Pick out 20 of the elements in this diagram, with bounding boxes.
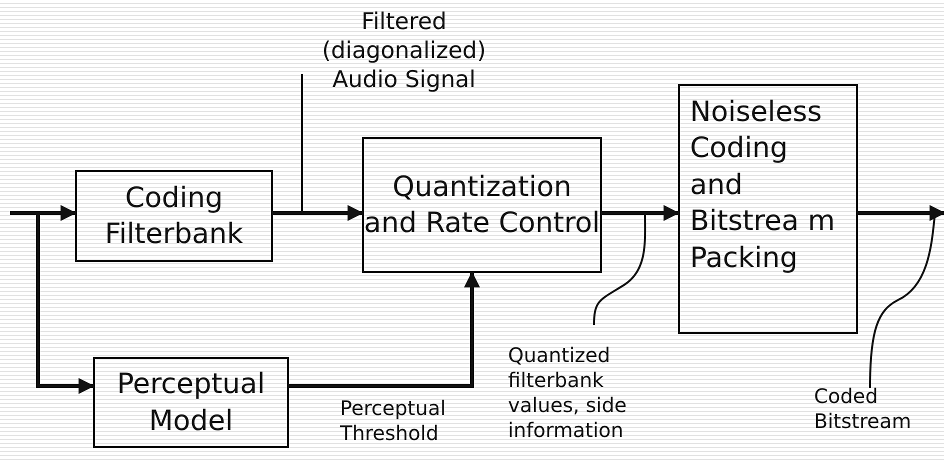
annotation-text: Filtered (diagonalized) Audio Signal: [321, 8, 487, 94]
arrow: [36, 213, 95, 394]
process-box: [678, 84, 858, 334]
arrow: [273, 205, 364, 221]
signal-label: Perceptual Threshold: [340, 396, 447, 446]
box-label: Noiseless Coding and Bitstrea m Packing: [690, 94, 836, 276]
arrow: [602, 205, 680, 221]
arrow: [289, 271, 480, 388]
arrow: [10, 205, 77, 221]
arrow: [858, 205, 944, 221]
process-box: [75, 170, 273, 262]
box-label: Quantization and Rate Control: [364, 168, 600, 241]
box-label: Perceptual Model: [116, 366, 266, 438]
annotation-text: Coded Bitstream: [814, 384, 912, 434]
leader-line: [593, 213, 646, 326]
box-label: Coding Filterbank: [104, 180, 244, 252]
leader-line: [301, 74, 303, 213]
process-box: [362, 137, 602, 273]
process-box: [93, 357, 289, 448]
annotation-text: Quantized filterbank values, side information: [508, 343, 628, 443]
